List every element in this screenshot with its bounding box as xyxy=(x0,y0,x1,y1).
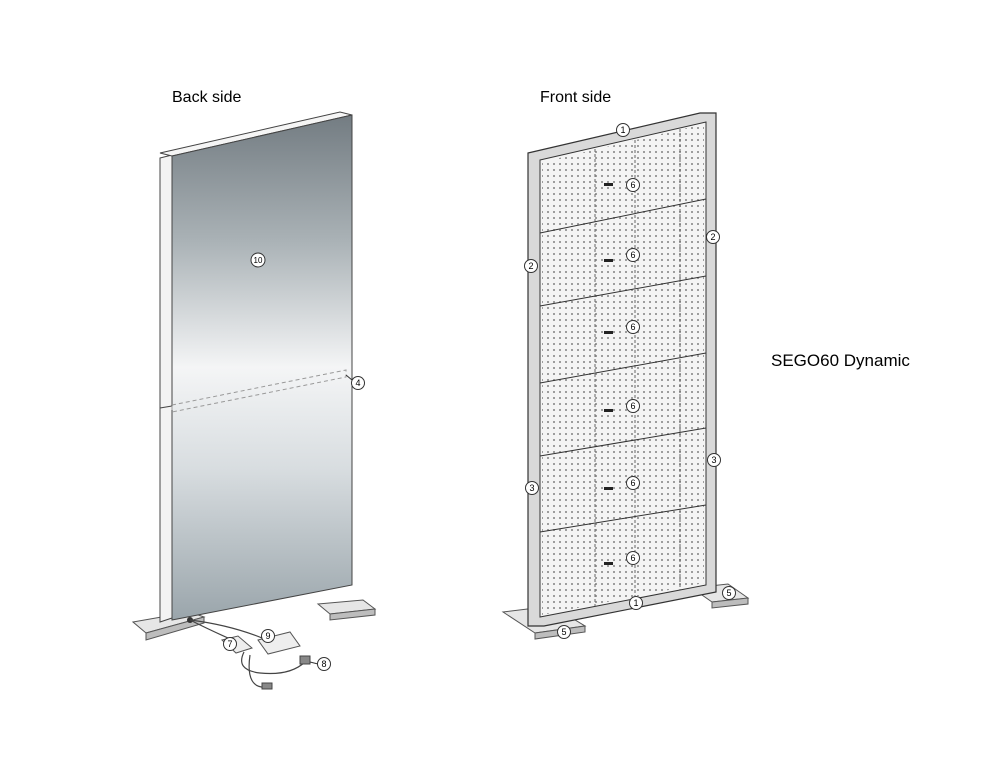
svg-text:5: 5 xyxy=(561,627,566,637)
svg-text:2: 2 xyxy=(528,261,533,271)
callout-7: 7 xyxy=(223,637,237,651)
callout-6-1: 6 xyxy=(626,178,640,192)
callout-3-left: 3 xyxy=(525,481,539,495)
callout-8: 8 xyxy=(309,657,331,671)
svg-text:3: 3 xyxy=(529,483,534,493)
svg-text:1: 1 xyxy=(633,598,638,608)
back-side-panel xyxy=(131,111,377,641)
callout-6-2: 6 xyxy=(626,248,640,262)
svg-text:7: 7 xyxy=(227,639,232,649)
callout-6-3: 6 xyxy=(626,320,640,334)
front-side-title: Front side xyxy=(540,89,612,106)
callout-5-left: 5 xyxy=(557,625,571,639)
svg-text:2: 2 xyxy=(710,232,715,242)
callout-9: 9 xyxy=(261,629,275,643)
front-side-panel xyxy=(501,112,750,640)
svg-text:9: 9 xyxy=(265,631,270,641)
callout-6-4: 6 xyxy=(626,399,640,413)
callout-1-top: 1 xyxy=(616,123,630,137)
callout-1-bottom: 1 xyxy=(629,596,643,610)
svg-text:6: 6 xyxy=(630,322,635,332)
callout-2-left: 2 xyxy=(524,259,538,273)
callout-3-right: 3 xyxy=(707,453,721,467)
callout-4: 4 xyxy=(345,374,365,390)
callout-6-6: 6 xyxy=(626,551,640,565)
callout-6-5: 6 xyxy=(626,476,640,490)
svg-text:10: 10 xyxy=(254,256,263,265)
svg-text:3: 3 xyxy=(711,455,716,465)
callout-2-right: 2 xyxy=(706,230,720,244)
svg-text:6: 6 xyxy=(630,478,635,488)
svg-text:6: 6 xyxy=(630,553,635,563)
callout-10: 10 xyxy=(250,252,266,268)
callout-5-right: 5 xyxy=(722,586,736,600)
svg-text:6: 6 xyxy=(630,250,635,260)
svg-text:4: 4 xyxy=(355,378,360,388)
svg-text:5: 5 xyxy=(726,588,731,598)
svg-text:8: 8 xyxy=(321,659,326,669)
svg-text:6: 6 xyxy=(630,401,635,411)
back-side-title: Back side xyxy=(172,89,242,106)
svg-text:6: 6 xyxy=(630,180,635,190)
product-name: SEGO60 Dynamic xyxy=(771,351,910,370)
power-cables xyxy=(187,617,311,690)
svg-text:1: 1 xyxy=(620,125,625,135)
